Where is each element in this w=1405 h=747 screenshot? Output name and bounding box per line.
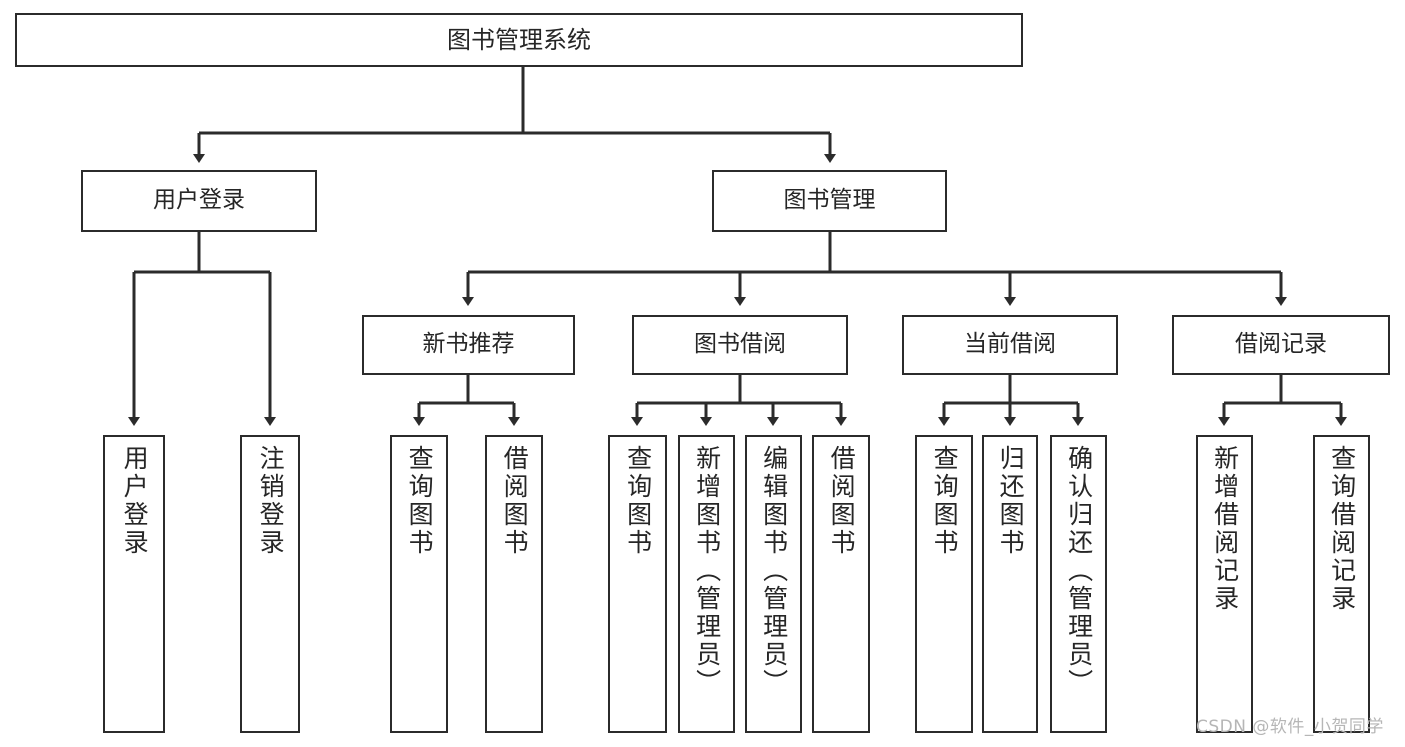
node-root-label: 图书管理系统 <box>447 25 591 54</box>
leaf-node-label: 确认归还（管理员） <box>1064 445 1094 697</box>
leaf-node[interactable]: 查询图书 <box>915 435 973 733</box>
leaf-node-label: 归还图书 <box>996 445 1026 557</box>
node-borrow-records-label: 借阅记录 <box>1235 331 1327 358</box>
node-book-borrow-label: 图书借阅 <box>694 331 786 358</box>
leaf-node-label: 用户登录 <box>120 445 150 557</box>
leaf-node[interactable]: 编辑图书（管理员） <box>745 435 802 733</box>
leaf-node[interactable]: 新增借阅记录 <box>1196 435 1253 733</box>
leaf-node-label: 查询图书 <box>623 445 653 557</box>
leaf-node-label: 查询图书 <box>930 445 960 557</box>
node-root[interactable]: 图书管理系统 <box>15 13 1023 67</box>
leaf-node-label: 借阅图书 <box>500 445 530 557</box>
leaf-node[interactable]: 归还图书 <box>982 435 1038 733</box>
node-new-book-recommend-label: 新书推荐 <box>422 331 515 358</box>
leaf-node-label: 借阅图书 <box>827 445 857 557</box>
leaf-node[interactable]: 用户登录 <box>103 435 165 733</box>
node-new-book-recommend[interactable]: 新书推荐 <box>362 315 575 375</box>
leaf-node[interactable]: 查询图书 <box>390 435 448 733</box>
leaf-node[interactable]: 查询借阅记录 <box>1313 435 1370 733</box>
leaf-node[interactable]: 查询图书 <box>608 435 667 733</box>
node-user-login-label: 用户登录 <box>153 187 245 214</box>
node-user-login[interactable]: 用户登录 <box>81 170 317 232</box>
leaf-node-label: 新增图书（管理员） <box>692 445 722 697</box>
node-current-borrow-label: 当前借阅 <box>964 331 1056 358</box>
node-current-borrow[interactable]: 当前借阅 <box>902 315 1118 375</box>
node-book-borrow[interactable]: 图书借阅 <box>632 315 848 375</box>
node-borrow-records[interactable]: 借阅记录 <box>1172 315 1390 375</box>
leaf-node-label: 编辑图书（管理员） <box>759 445 789 697</box>
leaf-node-label: 注销登录 <box>256 445 286 557</box>
node-book-management-label: 图书管理 <box>783 187 876 214</box>
leaf-node[interactable]: 注销登录 <box>240 435 300 733</box>
leaf-node-label: 新增借阅记录 <box>1210 445 1240 613</box>
leaf-node[interactable]: 新增图书（管理员） <box>678 435 735 733</box>
leaf-node-label: 查询借阅记录 <box>1327 445 1357 613</box>
leaf-node[interactable]: 借阅图书 <box>812 435 870 733</box>
leaf-node[interactable]: 借阅图书 <box>485 435 543 733</box>
leaf-node-label: 查询图书 <box>405 445 435 557</box>
leaf-node[interactable]: 确认归还（管理员） <box>1050 435 1107 733</box>
node-book-management[interactable]: 图书管理 <box>712 170 947 232</box>
